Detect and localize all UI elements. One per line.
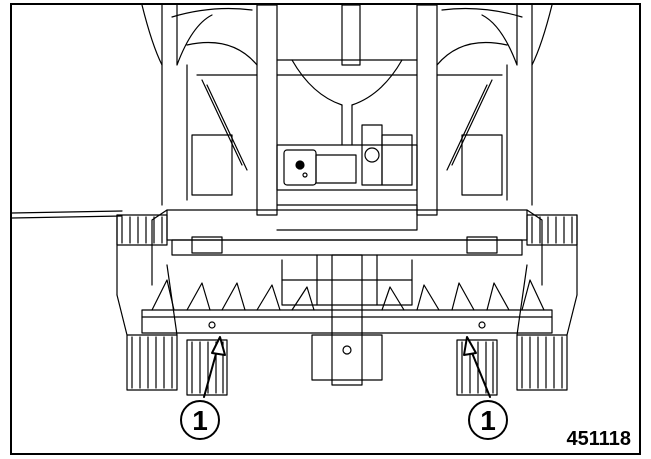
- machine-line-drawing: 1 1: [12, 5, 578, 440]
- callout-label-right: 1: [480, 405, 496, 436]
- right-arrowhead: [463, 336, 477, 356]
- tooth-bar: [141, 279, 553, 334]
- centre-drawbar: [281, 254, 413, 386]
- callout-leaders: [203, 336, 491, 398]
- machine-cab: [141, 5, 553, 216]
- callout-right: 1: [468, 400, 508, 440]
- figure-frame: 1 1 451118: [10, 3, 641, 455]
- pump-assembly: [276, 104, 418, 191]
- callout-left: 1: [180, 400, 220, 440]
- right-track: [456, 214, 578, 396]
- left-arrowhead: [211, 336, 226, 356]
- callout-label-left: 1: [192, 405, 208, 436]
- figure-number: 451118: [566, 428, 631, 450]
- side-bar: [12, 210, 123, 219]
- main-frame: [116, 204, 578, 296]
